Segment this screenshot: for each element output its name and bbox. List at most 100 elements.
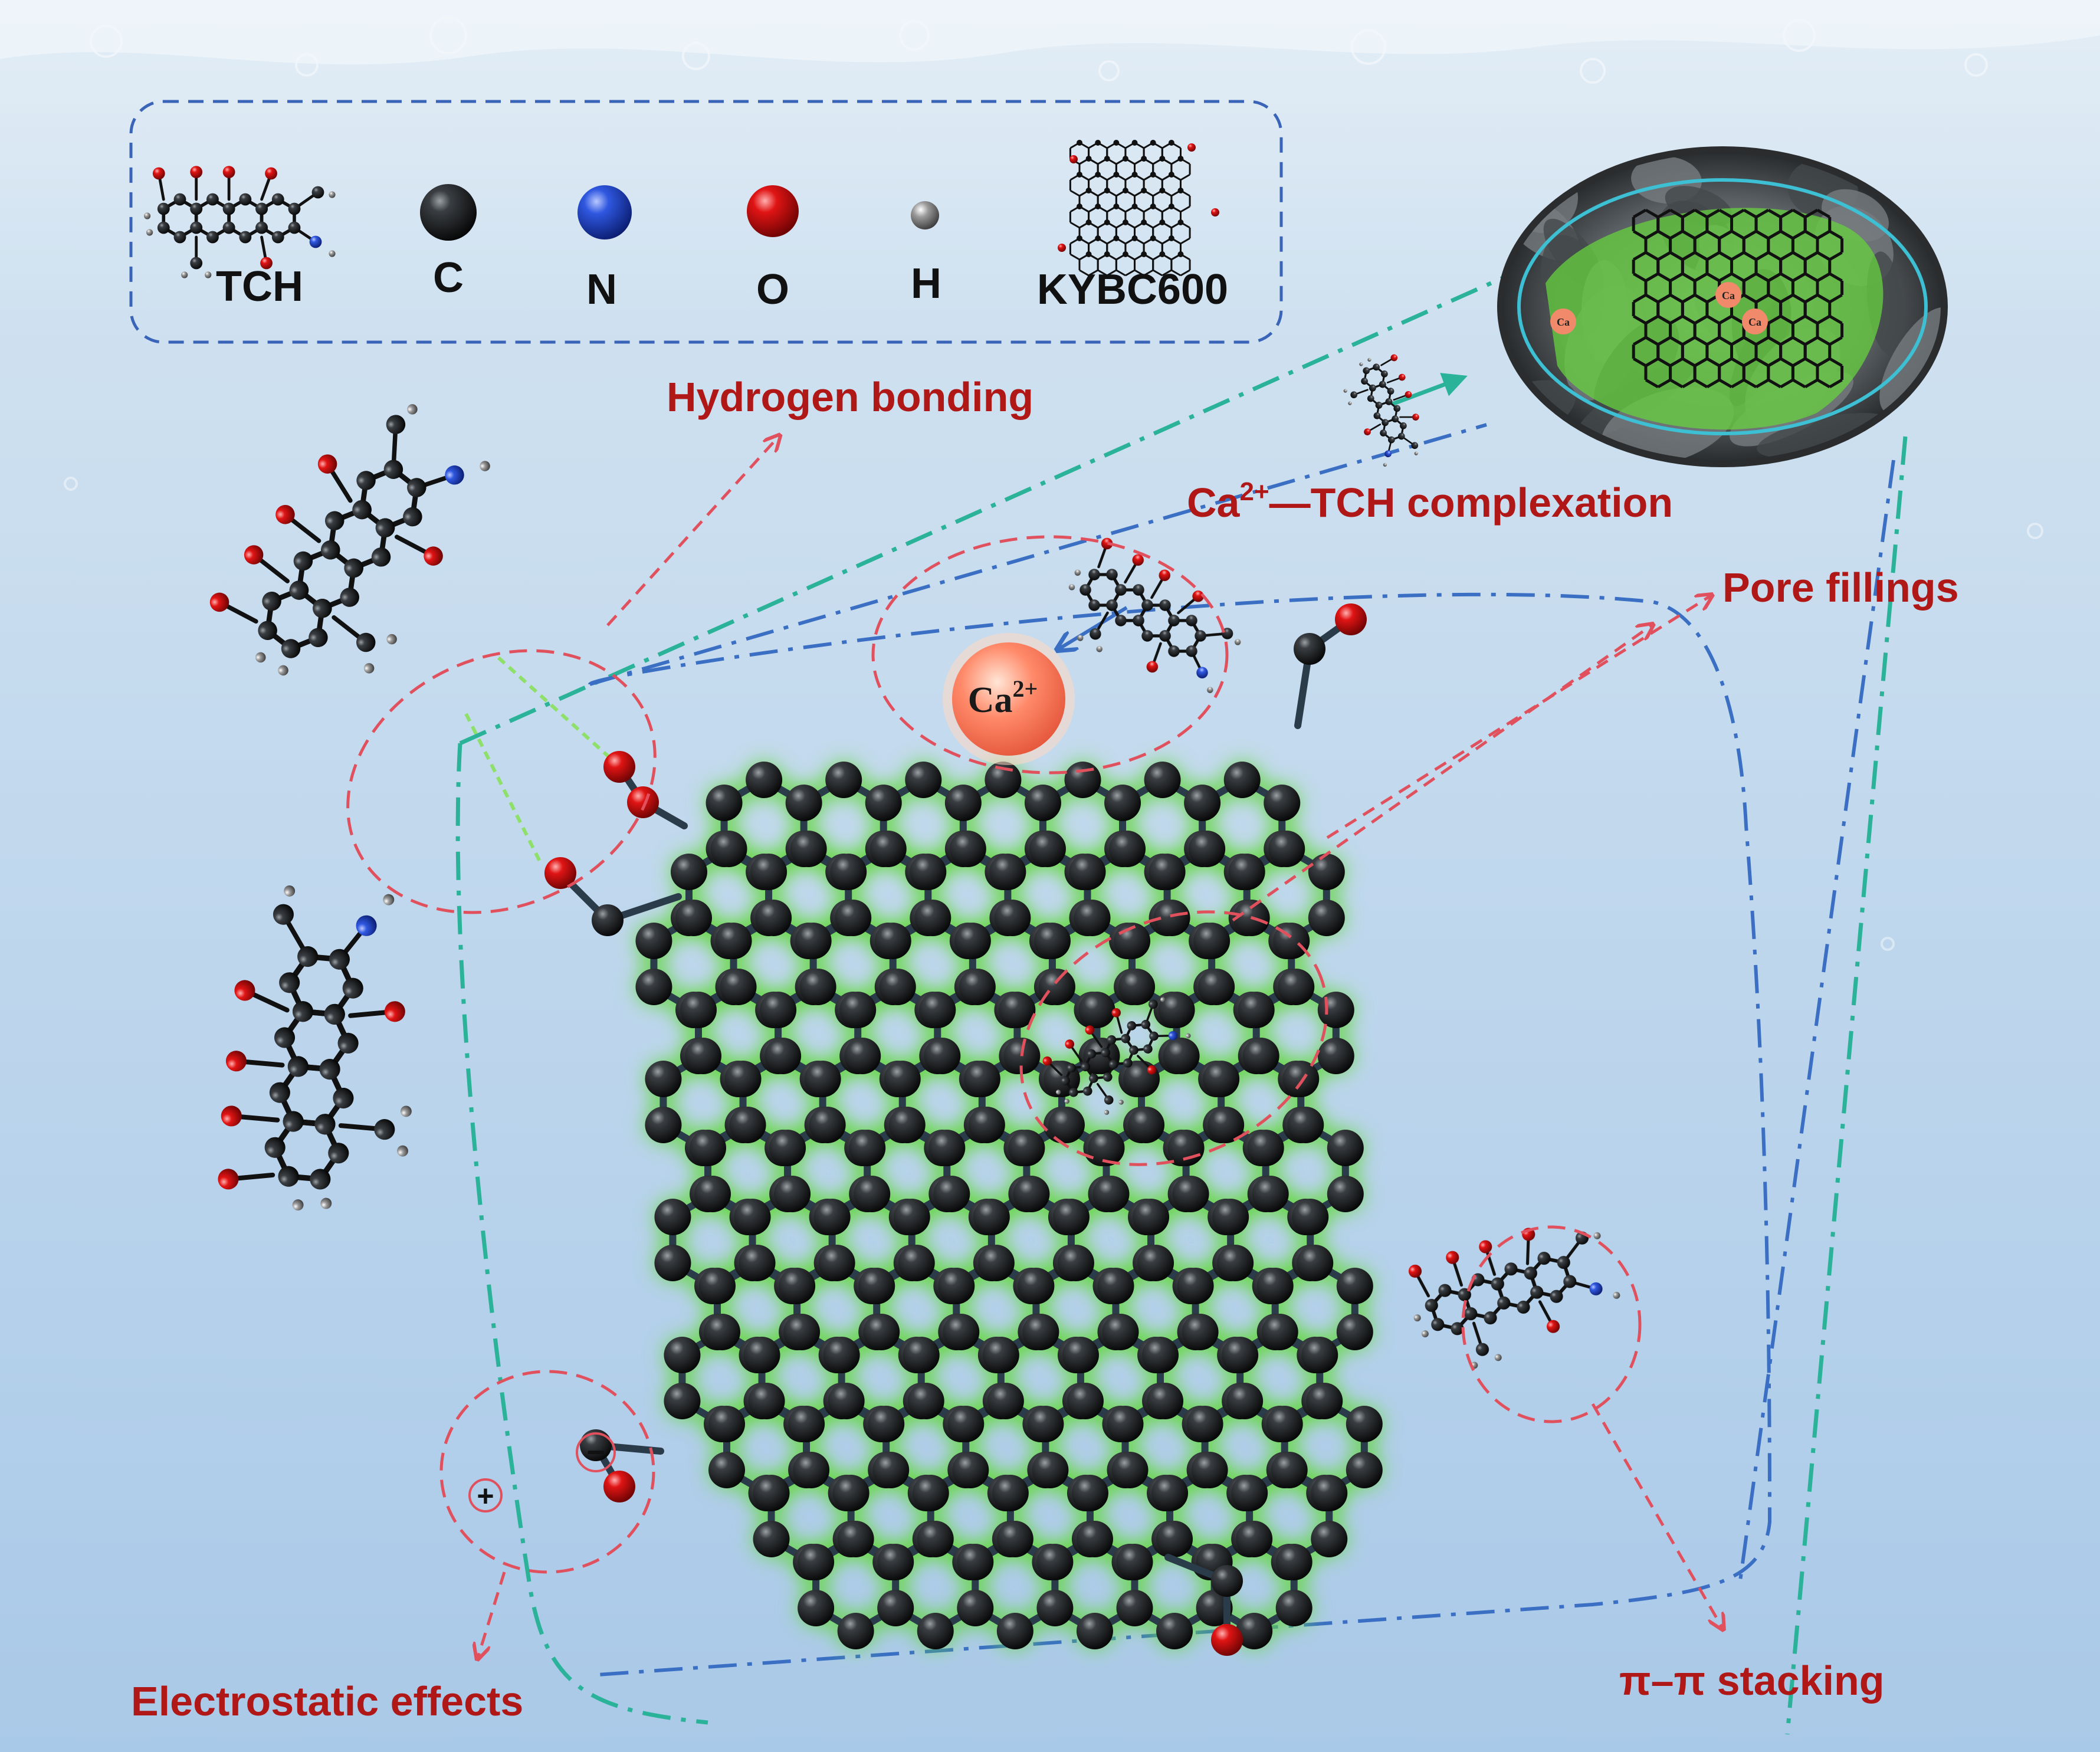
sem-texture [1757, 413, 1891, 458]
sheet-carbon-atom [1116, 1590, 1153, 1626]
ellipse-pore-filling [1019, 910, 1328, 1166]
sheet-carbon-atom [879, 969, 916, 1005]
c-atom [287, 1056, 309, 1077]
c-atom [1115, 584, 1127, 596]
sheet-carbon-atom [1092, 1176, 1130, 1212]
c-atom [1363, 367, 1370, 375]
o-atom [424, 546, 443, 566]
c-atom [1350, 391, 1358, 399]
c-atom [1141, 188, 1147, 193]
sheet-carbon-atom [1088, 1130, 1125, 1166]
n-atom [356, 915, 377, 936]
sheet-carbon-atom [809, 1107, 846, 1143]
sheet-carbon-atom [828, 1383, 865, 1419]
sheet-carbon-atom [1147, 1383, 1184, 1419]
c-atom [1077, 172, 1082, 178]
sheet-carbon-atom [706, 785, 743, 821]
h-atom [1613, 1291, 1620, 1299]
h-atom [407, 404, 418, 415]
c-atom [1550, 1290, 1563, 1303]
sem-sheet-bond [1731, 251, 1745, 261]
sem-sheet-bond [1755, 336, 1770, 346]
h-atom [1077, 635, 1084, 641]
sheet-carbon-atom [1346, 1406, 1383, 1442]
sheet-carbon-atom [753, 1521, 790, 1557]
bond [1180, 173, 1190, 181]
sem-sheet-bond [1682, 293, 1696, 304]
sheet-carbon-atom [914, 900, 951, 936]
sheet-carbon-atom [1071, 1475, 1108, 1511]
sheet-carbon-atom [1022, 1314, 1059, 1350]
sheet-carbon-atom [1317, 1038, 1354, 1074]
c-atom [1149, 1031, 1159, 1041]
sheet-carbon-atom [764, 1038, 802, 1074]
sem-sheet-bond [1792, 251, 1806, 261]
sheet-carbon-atom [795, 923, 832, 959]
negative-charge: − [576, 1432, 616, 1472]
c-atom [1131, 140, 1138, 146]
sem-sheet-bond [1755, 378, 1770, 389]
sheet-carbon-atom [699, 1268, 736, 1304]
sem-sheet-bond [1694, 314, 1708, 325]
arrow-to-pore-fillings-2 [1232, 625, 1652, 922]
c-atom [1393, 405, 1401, 412]
c-atom [1397, 432, 1405, 440]
sem-sheet-bond [1706, 378, 1720, 389]
sheet-carbon-atom [739, 1245, 776, 1281]
c-atom [1168, 172, 1174, 178]
tch-molecule-top-left [209, 404, 490, 676]
sem-sheet-bond [1804, 336, 1819, 346]
legend-box [129, 100, 1283, 344]
c-atom [1088, 599, 1100, 611]
connector-lines [455, 275, 1908, 1735]
sheet-carbon-atom [1111, 1452, 1149, 1488]
c-atom [329, 949, 350, 970]
sem-sheet-bond [1682, 336, 1696, 346]
c-atom [279, 972, 300, 993]
sem-calcium-ion [1550, 309, 1576, 334]
hbond-line-1 [497, 656, 615, 763]
sem-sheet-bond [1706, 357, 1720, 368]
sheet-carbon-atom [675, 900, 712, 936]
c-atom [1141, 251, 1147, 257]
sem-sheet-bond [1780, 229, 1794, 240]
sheet-carbon-atom [1231, 1475, 1268, 1511]
sheet-carbon-atom [1292, 1199, 1329, 1235]
sem-sheet-bond [1743, 357, 1757, 368]
sheet-carbon-atom [1133, 1199, 1170, 1235]
c-atom [1103, 1072, 1113, 1082]
tch-molecule-incoming [1343, 354, 1419, 467]
sheet-carbon-atom [938, 1268, 975, 1304]
connector-teal-right [1785, 436, 1908, 1735]
h-atom [1118, 1100, 1124, 1105]
c-atom [1159, 630, 1171, 642]
sem-sheet-bond [1829, 336, 1843, 346]
h-atom [1383, 462, 1387, 467]
sem-sheet-bond [1816, 251, 1831, 261]
sem-sheet-bond [1780, 251, 1794, 261]
sheet-carbon-atom [1278, 969, 1315, 1005]
sem-sheet-bond [1816, 314, 1831, 325]
connector-blue-frame [588, 592, 1772, 1677]
sem-sheet-bond [1804, 378, 1819, 389]
sheet-carbon-atom [708, 1406, 745, 1442]
c-atom [1081, 1062, 1090, 1072]
o-atom [260, 257, 273, 270]
c-atom [324, 511, 344, 530]
sheet-carbon-atom [1226, 1383, 1264, 1419]
sem-calcium-ion [1715, 282, 1741, 308]
water-bubble [1783, 19, 1816, 52]
sheet-carbon-atom [1184, 785, 1221, 821]
label-pore-fillings: Pore fillings [1722, 565, 1959, 611]
c-atom [1475, 1343, 1489, 1356]
sheet-carbon-atom [1076, 1613, 1113, 1649]
sheet-carbon-atom [907, 1383, 944, 1419]
c-atom [324, 1003, 345, 1025]
sheet-carbon-atom [905, 762, 942, 798]
bond [1069, 221, 1080, 229]
c-atom [1088, 569, 1100, 580]
h-atom [1348, 401, 1352, 405]
sheet-carbon-atom [996, 1521, 1033, 1557]
sem-sheet-bond [1780, 272, 1794, 283]
sem-sheet-bond [1743, 272, 1757, 283]
